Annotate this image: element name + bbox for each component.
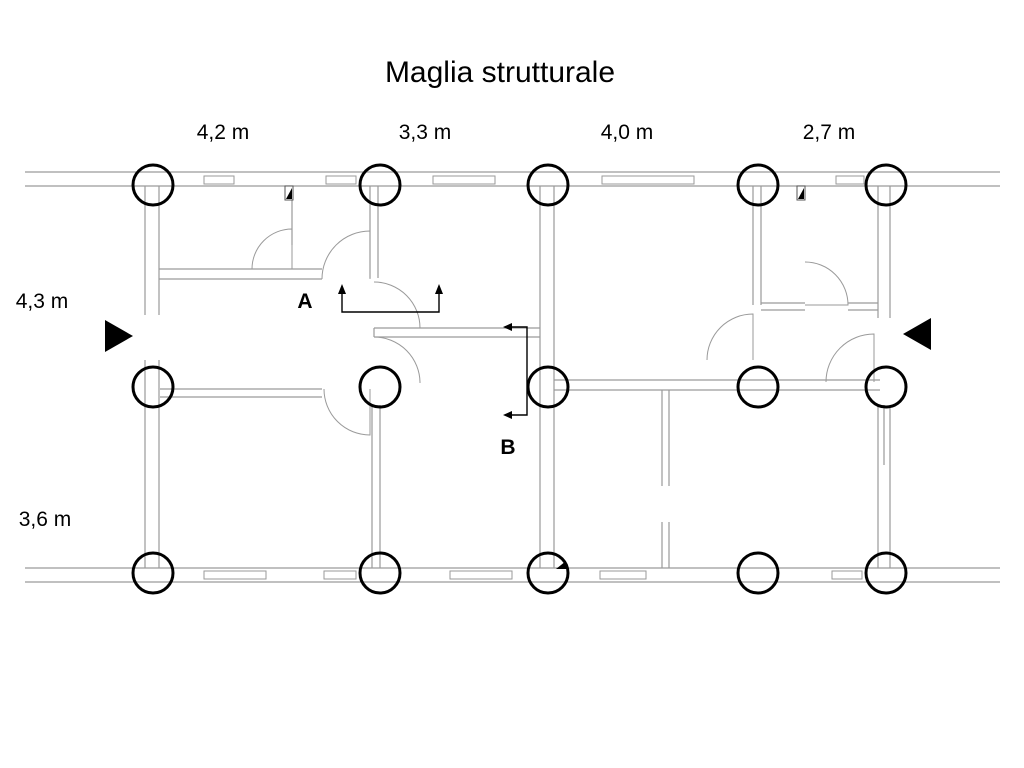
column-marker [864,163,908,207]
column-marker [736,163,780,207]
column-marker [358,163,402,207]
column-marker [131,163,175,207]
span-label-vertical-2: 3,6 m [19,508,72,531]
column-marker [358,365,402,409]
column-marker [526,551,570,595]
column-marker [526,365,570,409]
span-label-4: 2,7 m [803,121,856,144]
exterior-walls [25,171,1000,583]
column-marker [736,365,780,409]
column-marker [864,551,908,595]
windows [203,175,865,580]
entrance-arrow-west [105,320,133,352]
fixtures [284,185,806,569]
column-marker [864,365,908,409]
interior-walls [144,186,891,568]
span-label-3: 4,0 m [601,121,654,144]
plan-title: Maglia strutturale [385,56,615,89]
section-label-a: A [297,290,312,313]
column-marker [526,163,570,207]
structural-grid [131,163,908,595]
span-label-vertical-1: 4,3 m [16,290,69,313]
entrance-arrow-east [903,318,931,350]
section-line-b [503,323,528,419]
column-marker [736,551,780,595]
column-marker [131,551,175,595]
section-label-b: B [500,436,515,459]
section-line-a [338,284,443,313]
column-marker [131,365,175,409]
column-marker [358,551,402,595]
span-label-2: 3,3 m [399,121,452,144]
span-label-1: 4,2 m [197,121,250,144]
door-swings [251,228,875,436]
